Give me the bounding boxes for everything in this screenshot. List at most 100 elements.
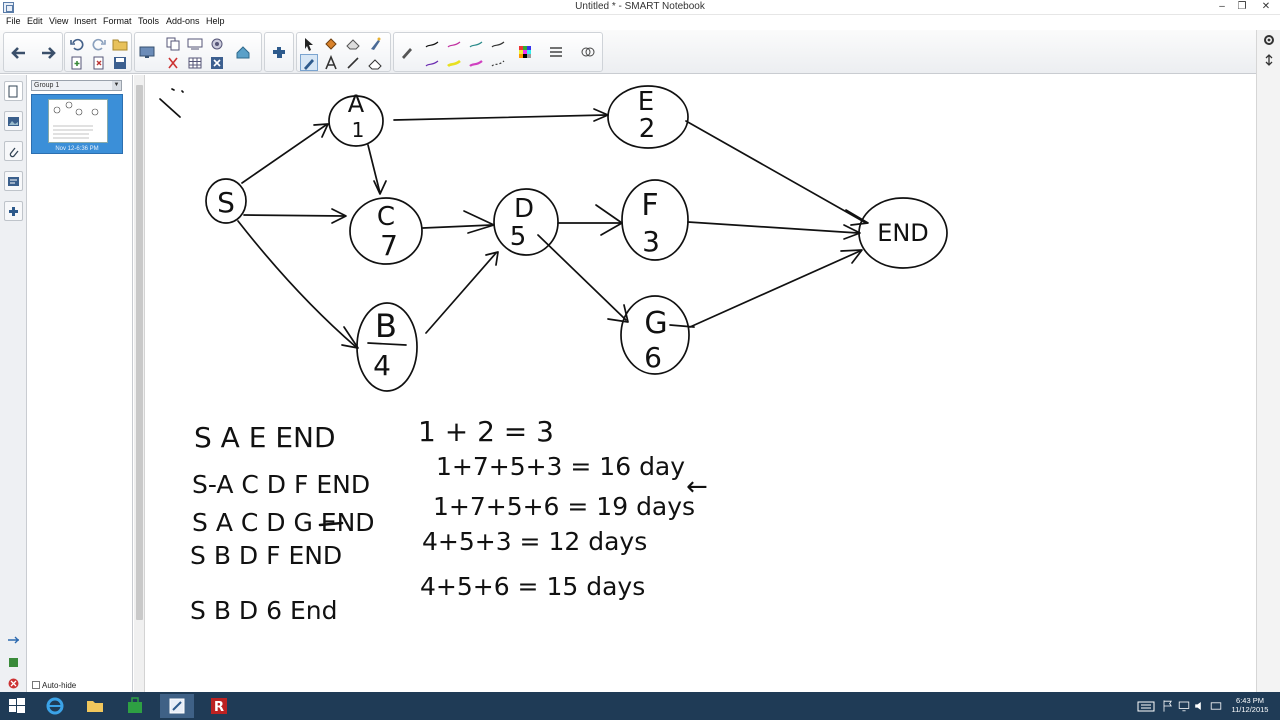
thumbnail-sketch-icon <box>53 101 99 139</box>
pen-dashed[interactable] <box>489 54 507 71</box>
properties-button[interactable] <box>234 43 252 60</box>
menu-file[interactable]: File <box>6 16 21 26</box>
pen-magenta-thin[interactable] <box>445 35 463 52</box>
sidebar-move-button[interactable] <box>4 630 23 650</box>
toolbar-position-button[interactable] <box>1261 53 1276 68</box>
tab-attachments[interactable] <box>4 141 23 161</box>
keyboard-tray-icon[interactable] <box>1136 694 1156 718</box>
minimize-button[interactable]: ‒ <box>1219 1 1225 12</box>
menu-help[interactable]: Help <box>206 16 225 26</box>
network-tray-icon[interactable] <box>1176 694 1192 718</box>
toolbar-pen-styles-group <box>393 32 603 72</box>
document-camera-button[interactable] <box>208 35 226 52</box>
arrowhead <box>373 180 387 195</box>
stroke-black-icon <box>425 41 439 47</box>
sidebar-tabs <box>0 75 27 692</box>
right-toolbar <box>1256 30 1280 692</box>
title-bar: Untitled * - SMART Notebook ‒ ❐ ✕ <box>0 0 1280 15</box>
route-3-underline <box>318 521 344 527</box>
cut-button[interactable] <box>164 54 182 71</box>
next-page-button[interactable] <box>36 38 60 68</box>
pen-dark-thin[interactable] <box>489 35 507 52</box>
node-s-outline <box>205 178 247 224</box>
notification-tray-icon[interactable] <box>1208 694 1224 718</box>
line-style-button[interactable] <box>547 43 565 60</box>
table-button[interactable] <box>186 54 204 71</box>
start-button[interactable] <box>0 694 34 718</box>
whiteboard-canvas[interactable]: S A 1 C 7 B 4 D 5 E 2 F 3 G 6 END S A E … <box>146 75 1256 692</box>
volume-tray-icon[interactable] <box>1192 694 1208 718</box>
flag-tray-icon[interactable] <box>1160 694 1176 718</box>
sorter-scrollbar[interactable] <box>134 75 145 692</box>
edge-b-d <box>425 252 497 334</box>
save-button[interactable] <box>111 54 129 71</box>
copy-button[interactable] <box>164 35 182 52</box>
system-clock[interactable]: 6:43 PM 11/12/2015 <box>1224 696 1276 714</box>
stroke-teal-icon <box>469 41 483 47</box>
restore-button[interactable]: ❐ <box>1237 1 1247 12</box>
delete-page-button[interactable] <box>90 54 108 71</box>
previous-page-button[interactable] <box>7 38 31 68</box>
close-button[interactable]: ✕ <box>1261 1 1271 12</box>
tab-addons[interactable] <box>4 201 23 221</box>
arrowhead <box>607 304 629 323</box>
menu-addons[interactable]: Add-ons <box>166 16 200 26</box>
menu-edit[interactable]: Edit <box>27 16 43 26</box>
pen-tool-button[interactable] <box>300 54 318 71</box>
pen-black-thin[interactable] <box>423 35 441 52</box>
tab-gallery[interactable] <box>4 111 23 131</box>
screen-icon <box>187 38 203 49</box>
clock-date: 11/12/2015 <box>1231 705 1269 714</box>
close-circle-icon <box>8 678 19 688</box>
transparency-button[interactable] <box>579 43 597 60</box>
taskbar-smart-notebook[interactable] <box>160 694 194 718</box>
select-tool-button[interactable] <box>300 35 318 52</box>
pen-style-button[interactable] <box>398 43 416 60</box>
scrollbar-thumb[interactable] <box>136 85 143 620</box>
menu-insert[interactable]: Insert <box>74 16 97 26</box>
screen-shade-button[interactable] <box>138 43 156 60</box>
text-tool-button[interactable] <box>322 54 340 71</box>
full-screen-button[interactable] <box>186 35 204 52</box>
group-select[interactable]: Group 1 ▼ <box>31 80 122 91</box>
delete-button[interactable] <box>208 54 226 71</box>
sidebar-recycle-button[interactable] <box>4 652 23 672</box>
sidebar-close-button[interactable] <box>4 673 23 693</box>
menu-format[interactable]: Format <box>103 16 132 26</box>
taskbar-file-explorer[interactable] <box>78 694 112 718</box>
message-icon <box>1210 702 1222 710</box>
add-ons-button[interactable] <box>267 38 291 68</box>
tab-page-sorter[interactable] <box>4 81 23 101</box>
ink-layer: S A 1 C 7 B 4 D 5 E 2 F 3 G 6 END S A E … <box>159 85 948 625</box>
arrowhead <box>840 249 863 264</box>
menu-view[interactable]: View <box>49 16 69 26</box>
redo-button[interactable] <box>90 35 108 52</box>
undo-button[interactable] <box>68 35 86 52</box>
eraser-tool-button[interactable] <box>344 35 362 52</box>
app-icon[interactable] <box>3 2 14 13</box>
fill-tool-button[interactable] <box>322 35 340 52</box>
page-thumbnail[interactable]: Nov 12-6:36 PM <box>31 94 123 154</box>
taskbar-internet-explorer[interactable] <box>38 694 72 718</box>
settings-button[interactable] <box>1261 33 1276 48</box>
taskbar-recorder[interactable]: R <box>202 694 236 718</box>
open-file-button[interactable] <box>111 35 129 52</box>
stroke-magenta-icon <box>447 41 461 47</box>
menu-tools[interactable]: Tools <box>138 16 160 26</box>
color-grid-icon <box>519 45 531 58</box>
insert-page-button[interactable] <box>68 54 86 71</box>
taskbar-store[interactable] <box>118 694 152 718</box>
pen-pink-thick[interactable] <box>467 54 485 71</box>
node-e-label: E <box>638 87 654 117</box>
line-tool-button[interactable] <box>344 54 362 71</box>
shape-tool-button[interactable] <box>366 54 384 71</box>
color-palette-button[interactable] <box>516 43 534 60</box>
auto-hide-checkbox[interactable] <box>32 681 40 689</box>
pen-purple-thin[interactable] <box>423 54 441 71</box>
tab-properties[interactable] <box>4 171 23 191</box>
pen-teal-thin[interactable] <box>467 35 485 52</box>
magic-pen-button[interactable] <box>366 35 384 52</box>
store-icon <box>128 697 142 713</box>
auto-hide-toggle[interactable]: Auto-hide <box>32 681 76 690</box>
pen-yellow-thick[interactable] <box>445 54 463 71</box>
